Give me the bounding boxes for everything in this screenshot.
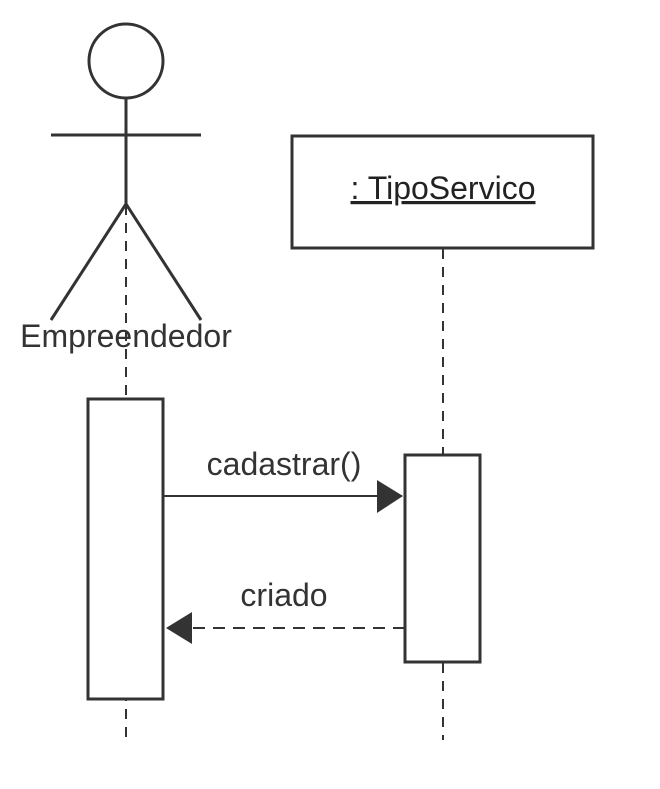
message-label-criado: criado bbox=[240, 577, 327, 613]
actor-head bbox=[87, 22, 165, 100]
actor-leg-right bbox=[124, 203, 203, 321]
actor-name: Empreendedor bbox=[20, 318, 232, 354]
actor-figure bbox=[49, 22, 203, 321]
actor-leg-left bbox=[49, 203, 128, 321]
object-activation-bar bbox=[403, 453, 482, 664]
message-label-cadastrar: cadastrar() bbox=[207, 446, 362, 482]
object-name: : TipoServico bbox=[351, 170, 536, 206]
actor-activation-bar bbox=[86, 397, 165, 701]
object-box bbox=[290, 134, 595, 250]
message-arrowhead-cadastrar bbox=[377, 480, 403, 513]
message-arrowhead-criado bbox=[166, 612, 192, 644]
